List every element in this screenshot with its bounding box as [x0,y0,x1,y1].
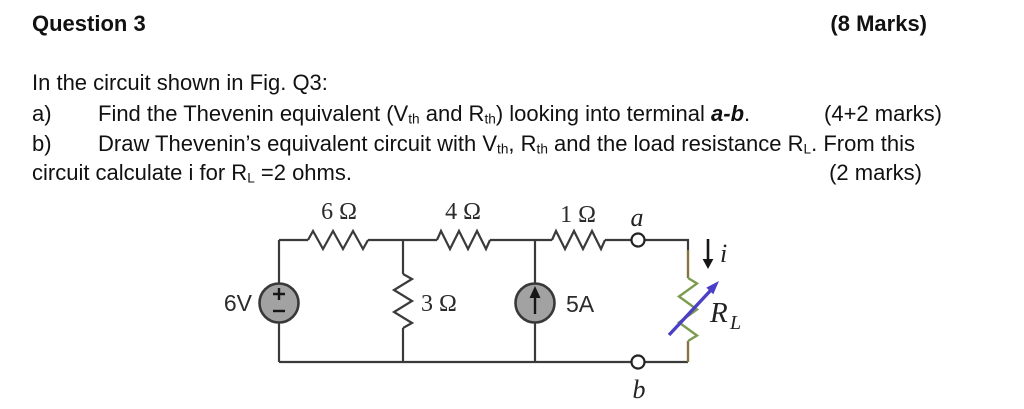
label-resistor-3-ohm: 3 Ω [421,291,457,317]
part-b2-sub-L: L [247,170,255,186]
part-a-sub-th-1: th [408,111,420,127]
part-b2-text-2: =2 ohms. [254,160,352,185]
label-load-resistor-subscript: L [729,312,741,334]
part-a-marks: (4+2 marks) [824,101,942,126]
part-b-text-3: and the load resistance R [547,131,804,156]
intro-text: In the circuit shown in Fig. Q3: [32,70,328,95]
part-b2-text-1: circuit calculate i for R [32,160,248,185]
resistor-3-ohm [391,273,415,329]
part-b-text-1: Draw Thevenin’s equivalent circuit with … [98,131,498,156]
part-b-sub-th-1: th [497,141,509,157]
part-b-line: b) Draw Thevenin’s equivalent circuit wit… [32,131,915,157]
part-b-text-4: . From this [811,131,916,156]
part-b-text-2: , R [508,131,537,156]
part-b-label: b) [32,131,52,156]
resistor-6-ohm [307,228,369,252]
part-a-line: a)Find the Thevenin equivalent (Vth and … [32,101,750,127]
resistor-4-ohm [435,228,492,252]
question-title: Question 3 [32,11,146,36]
part-a-label: a) [32,101,52,126]
part-a-text-3: ) looking into terminal [495,101,712,126]
current-source-arrow-head-icon [529,286,541,298]
load-current-arrow-head-icon [702,259,714,269]
circuit-wires [277,238,690,364]
part-a-terminal-ab: a-b [711,101,745,126]
part-b-sub-L: L [803,141,812,157]
terminal-b-node [630,354,646,370]
label-load-current: i [720,239,727,268]
resistor-1-ohm [550,228,607,252]
load-variable-arrow-shaft [667,288,713,337]
part-a-text-2: and R [419,101,485,126]
part-a-text-4: . [744,101,751,126]
label-resistor-1-ohm: 1 Ω [560,202,596,228]
label-resistor-4-ohm: 4 Ω [445,199,481,225]
load-variable-arrow-head-icon [706,281,719,295]
part-b-continuation-line: circuit calculate i for RL =2 ohms. [32,160,352,186]
voltage-source-circle [258,282,300,324]
label-terminal-b: b [633,375,646,404]
label-resistor-6-ohm: 6 Ω [321,199,357,225]
part-b-sub-th-2: th [536,141,548,157]
part-a-sub-th-2: th [484,111,496,127]
plus-icon [273,288,285,300]
label-load-resistor-name: R [709,297,728,329]
label-current-source: 5A [566,291,595,317]
load-resistor-zigzag [676,276,700,343]
label-terminal-a: a [631,203,644,232]
label-voltage-source: 6V [224,290,253,316]
part-a-text-1: Find the Thevenin equivalent (V [98,101,409,126]
question-total-marks: (8 Marks) [830,11,927,36]
part-b-marks: (2 marks) [829,160,922,185]
terminal-a-node [630,232,646,248]
